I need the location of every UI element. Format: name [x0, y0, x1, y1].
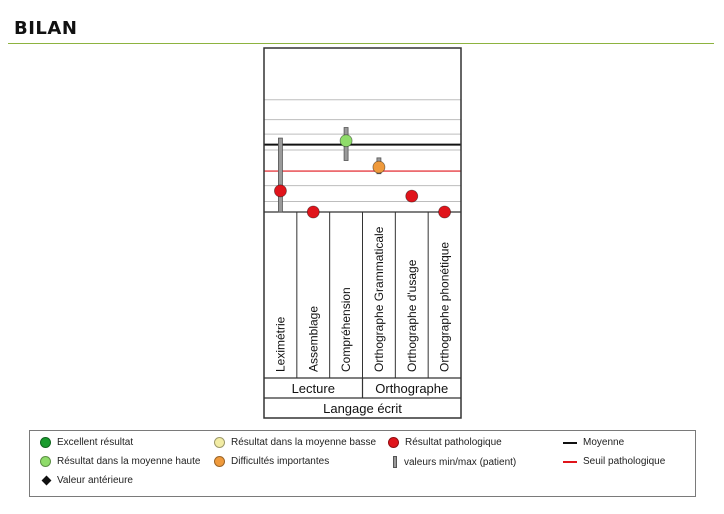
chart-frame: [263, 47, 462, 419]
legend-item-moyenne-haute: Résultat dans la moyenne haute: [40, 456, 200, 467]
seuil-line-icon: [563, 460, 577, 463]
legend-item-minmax: valeurs min/max (patient): [390, 456, 516, 468]
group-label: Lecture: [292, 381, 335, 396]
range-bar: [278, 137, 283, 213]
legend-difficultes-icon: [214, 456, 225, 467]
moyenne-line-icon: [563, 441, 577, 444]
legend-item-valeur-anterieure: Valeur antérieure: [40, 475, 133, 486]
legend-label: Résultat dans la moyenne basse: [231, 437, 377, 448]
legend-label: Excellent résultat: [57, 437, 134, 448]
legend-moyenne-basse-icon: [214, 437, 225, 448]
legend-label: Résultat pathologique: [405, 437, 502, 448]
data-point: [339, 134, 353, 148]
legend-label: Seuil pathologique: [583, 456, 666, 467]
data-point: [405, 189, 419, 203]
category-label: Orthographe d'usage: [405, 259, 419, 372]
diamond-icon: [41, 475, 52, 486]
group-label: Orthographe: [375, 381, 448, 396]
legend-moyenne-haute-icon: [40, 456, 51, 467]
legend-item-difficultes: Difficultés importantes: [214, 456, 329, 467]
legend-excellent-icon: [40, 437, 51, 448]
category-label: Leximétrie: [273, 316, 287, 372]
legend-item-seuil: Seuil pathologique: [563, 456, 665, 467]
legend-label: Valeur antérieure: [57, 475, 133, 486]
title-divider: [8, 43, 714, 44]
category-label: Compréhension: [339, 287, 353, 372]
legend-label: Résultat dans la moyenne haute: [57, 456, 201, 467]
page-title: BILAN: [14, 18, 78, 39]
legend-item-pathologique: Résultat pathologique: [388, 437, 502, 448]
legend-item-excellent: Excellent résultat: [40, 437, 133, 448]
range-bar-icon: [393, 456, 397, 468]
data-point: [274, 184, 287, 198]
category-label: Orthographe phonétique: [438, 242, 452, 372]
data-point: [372, 160, 386, 174]
legend: Excellent résultat Résultat dans la moye…: [29, 430, 696, 497]
legend-label: valeurs min/max (patient): [404, 456, 517, 468]
legend-item-moyenne: Moyenne: [563, 437, 624, 448]
legend-label: Moyenne: [583, 437, 625, 448]
data-point: [438, 205, 451, 219]
super-group-label: Langage écrit: [323, 401, 402, 416]
data-point: [306, 205, 320, 219]
category-label: Orthographe Grammaticale: [372, 226, 386, 372]
category-label: Assemblage: [306, 306, 320, 372]
legend-label: Difficultés importantes: [231, 456, 330, 467]
legend-item-moyenne-basse: Résultat dans la moyenne basse: [214, 437, 376, 448]
legend-pathologique-icon: [388, 437, 399, 448]
